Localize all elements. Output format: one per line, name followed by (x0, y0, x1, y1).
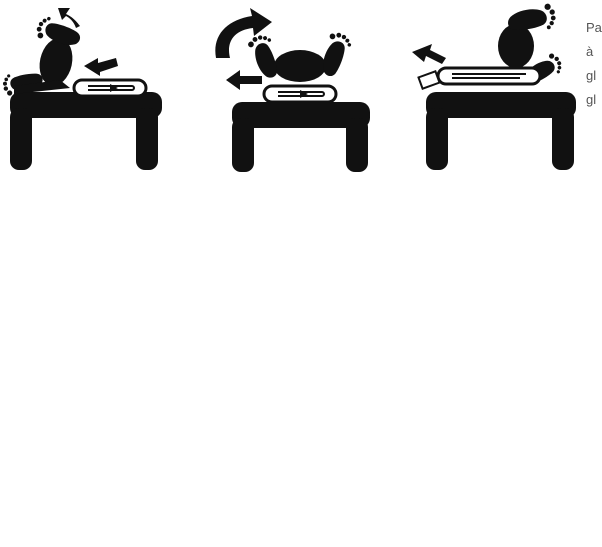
side-text-line-3: gl (586, 64, 602, 88)
cropped-side-text: Pa à gl gl (586, 16, 602, 112)
side-text-line-4: gl (586, 88, 602, 112)
left-arrow-icon-2 (226, 70, 262, 90)
slide-sheet-3 (418, 68, 540, 89)
step-2-panel (215, 8, 370, 172)
patient-figure-1 (1, 14, 83, 96)
table-2 (232, 102, 370, 172)
curved-arrow-icon-1 (58, 8, 80, 28)
slide-sheet-2 (264, 86, 336, 102)
side-text-line-2: à (586, 40, 602, 64)
table-1 (10, 92, 162, 170)
slide-sheet-1 (74, 80, 146, 96)
table-3 (426, 92, 576, 170)
step-1-panel (1, 8, 162, 170)
side-text-line-1: Pa (586, 16, 602, 40)
left-arrow-icon-1 (84, 58, 118, 76)
up-left-arrow-icon-3 (412, 44, 446, 64)
step-3-panel (412, 3, 576, 170)
patient-figure-2 (246, 30, 353, 82)
